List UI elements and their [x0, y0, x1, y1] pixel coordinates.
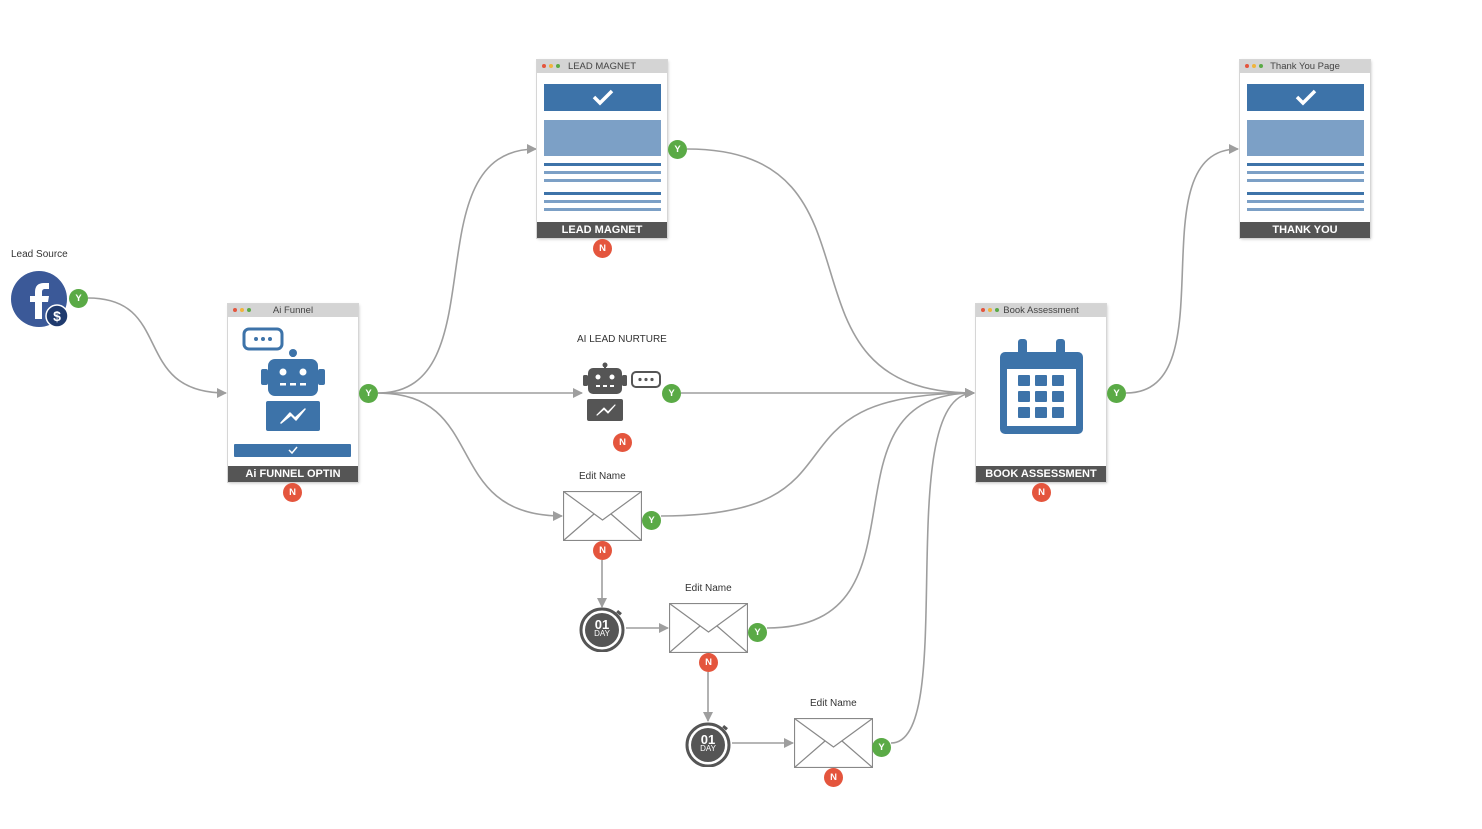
chatbot-icon	[234, 327, 351, 457]
thank-you-title: Thank You Page	[1270, 61, 1340, 72]
lead-magnet-footer: LEAD MAGNET	[537, 222, 667, 238]
envelope-icon	[668, 602, 749, 654]
delay-1-unit: DAY	[594, 629, 610, 638]
book-assessment-no-badge[interactable]: N	[1032, 483, 1051, 502]
stopwatch-icon	[579, 607, 625, 652]
delay-1-node[interactable]: 01 DAY	[579, 606, 625, 652]
window-minimize-dot	[988, 308, 992, 312]
ai-funnel-footer: Ai FUNNEL OPTIN	[228, 466, 358, 482]
lead-magnet-page-node[interactable]: LEAD MAGNET LEAD MAGNET	[537, 60, 667, 238]
email-1-no-badge[interactable]: N	[593, 541, 612, 560]
window-maximize-dot	[1259, 64, 1263, 68]
window-maximize-dot	[995, 308, 999, 312]
envelope-icon	[793, 717, 874, 769]
envelope-icon	[562, 490, 643, 542]
ai-funnel-titlebar: Ai Funnel	[228, 304, 358, 317]
ai-funnel-page-node[interactable]: Ai Funnel Ai FUNNEL OPTIN	[228, 304, 358, 482]
edge-email3-to-book[interactable]	[890, 388, 975, 744]
ai-lead-nurture-no-badge[interactable]: N	[613, 433, 632, 452]
page-thumbnail-icon	[544, 84, 661, 211]
email-2-label: Edit Name	[685, 583, 732, 594]
ai-funnel-yes-badge[interactable]: Y	[359, 384, 378, 403]
edge-aifunnel-to-email1[interactable]	[377, 392, 563, 521]
email-3-label: Edit Name	[810, 698, 857, 709]
book-assessment-yes-badge[interactable]: Y	[1107, 384, 1126, 403]
edge-aifunnel-to-leadmagnet[interactable]	[377, 144, 537, 394]
edge-book-to-thankyou[interactable]	[1125, 144, 1239, 394]
lead-source-label: Lead Source	[11, 249, 68, 260]
window-minimize-dot	[1252, 64, 1256, 68]
book-assessment-footer: BOOK ASSESSMENT	[976, 466, 1106, 482]
window-maximize-dot	[247, 308, 251, 312]
ai-funnel-title: Ai Funnel	[272, 305, 314, 316]
book-assessment-page-node[interactable]: Book Assessment BOOK ASSESSMENT	[976, 304, 1106, 482]
calendar-icon	[1000, 339, 1083, 434]
checkmark-icon	[1295, 89, 1317, 106]
ai-lead-nurture-yes-badge[interactable]: Y	[662, 384, 681, 403]
book-assessment-title: Book Assessment	[1003, 305, 1079, 316]
email-2-yes-badge[interactable]: Y	[748, 623, 767, 642]
thank-you-footer: THANK YOU	[1240, 222, 1370, 238]
email-3-yes-badge[interactable]: Y	[872, 738, 891, 757]
svg-text:$: $	[53, 308, 61, 324]
email-1-yes-badge[interactable]: Y	[642, 511, 661, 530]
page-thumbnail-icon	[1247, 84, 1364, 211]
thank-you-page-node[interactable]: Thank You Page THANK YOU	[1240, 60, 1370, 238]
edge-leadmagnet-to-book[interactable]	[686, 148, 975, 398]
lead-magnet-yes-badge[interactable]: Y	[668, 140, 687, 159]
lead-source-node[interactable]: $	[11, 271, 71, 329]
window-close-dot	[542, 64, 546, 68]
book-assessment-titlebar: Book Assessment	[976, 304, 1106, 317]
email-2-node[interactable]	[668, 602, 749, 654]
window-maximize-dot	[556, 64, 560, 68]
lead-magnet-titlebar: LEAD MAGNET	[537, 60, 667, 73]
delay-2-unit: DAY	[700, 744, 716, 753]
lead-magnet-title: LEAD MAGNET	[567, 61, 637, 72]
facebook-ads-icon: $	[11, 271, 69, 328]
thank-you-titlebar: Thank You Page	[1240, 60, 1370, 73]
ai-funnel-no-badge[interactable]: N	[283, 483, 302, 502]
lead-source-yes-badge[interactable]: Y	[69, 289, 88, 308]
window-minimize-dot	[549, 64, 553, 68]
delay-2-node[interactable]: 01 DAY	[685, 721, 731, 767]
email-1-label: Edit Name	[579, 471, 626, 482]
delay-2-number: 01	[700, 732, 716, 747]
checkmark-icon	[592, 89, 614, 106]
delay-1-number: 01	[594, 617, 610, 632]
window-minimize-dot	[240, 308, 244, 312]
email-2-no-badge[interactable]: N	[699, 653, 718, 672]
edge-leadsource-to-aifunnel[interactable]	[87, 297, 227, 398]
edge-email2-to-book[interactable]	[766, 388, 975, 629]
email-3-no-badge[interactable]: N	[824, 768, 843, 787]
email-3-node[interactable]	[793, 717, 874, 769]
lead-magnet-no-badge[interactable]: N	[593, 239, 612, 258]
email-1-node[interactable]	[562, 490, 643, 542]
chatbot-icon	[583, 362, 661, 421]
edge-email1-to-book[interactable]	[660, 388, 975, 517]
window-close-dot	[233, 308, 237, 312]
window-close-dot	[981, 308, 985, 312]
window-close-dot	[1245, 64, 1249, 68]
ai-lead-nurture-node[interactable]	[580, 362, 664, 424]
ai-lead-nurture-label: AI LEAD NURTURE	[577, 334, 667, 345]
stopwatch-icon	[685, 722, 731, 767]
